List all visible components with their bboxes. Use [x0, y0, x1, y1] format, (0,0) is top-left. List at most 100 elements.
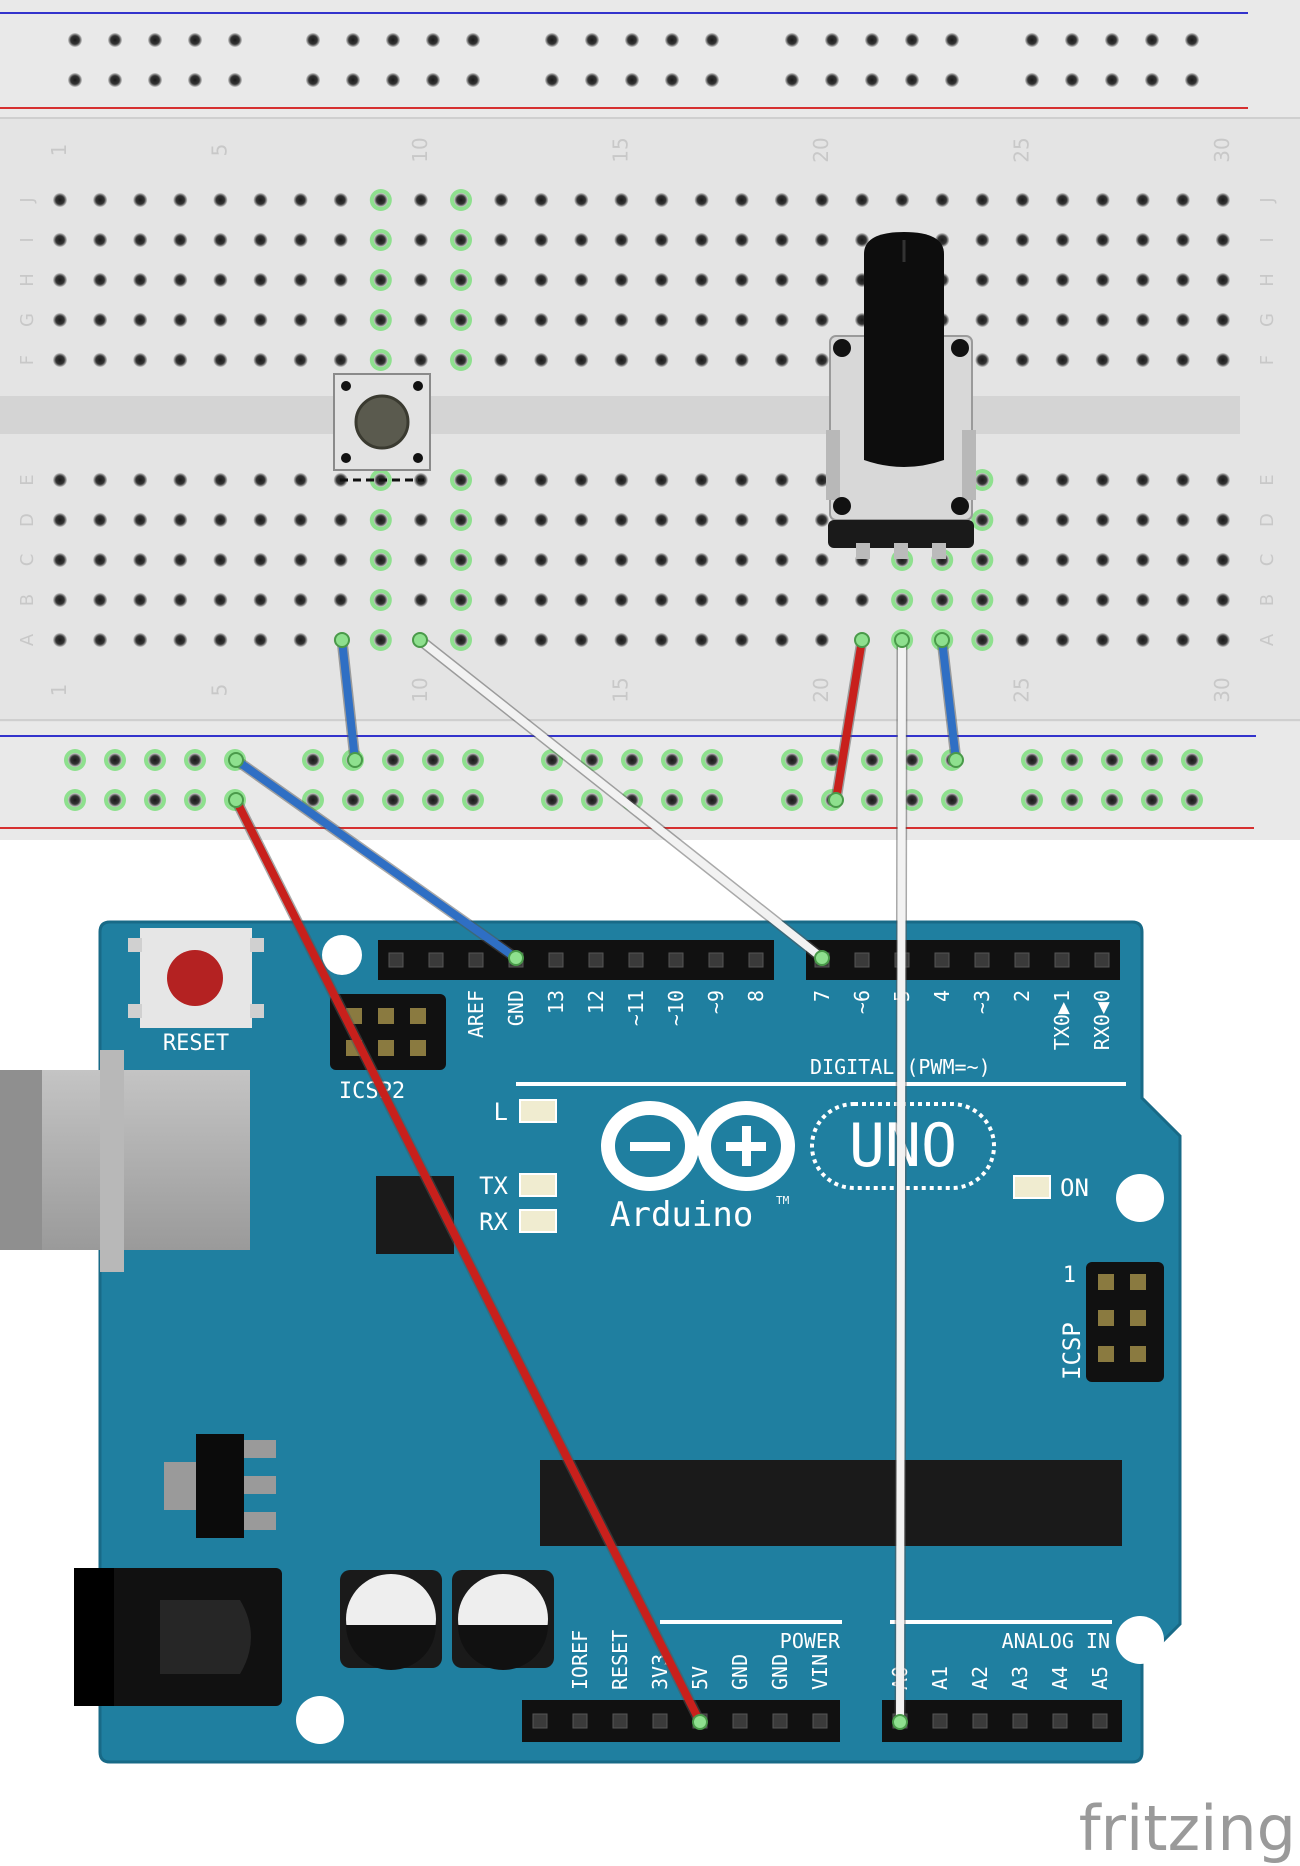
- breadboard-hole[interactable]: [1105, 33, 1119, 47]
- breadboard-hole[interactable]: [1215, 273, 1230, 287]
- breadboard-hole[interactable]: [665, 753, 679, 767]
- analog-pin-socket[interactable]: [932, 1713, 948, 1729]
- digital-pin-socket[interactable]: [748, 952, 764, 968]
- breadboard-hole[interactable]: [386, 793, 400, 807]
- breadboard-hole[interactable]: [1015, 193, 1030, 207]
- breadboard-hole[interactable]: [93, 273, 108, 287]
- power-pin-socket[interactable]: [572, 1713, 588, 1729]
- breadboard-hole[interactable]: [905, 33, 919, 47]
- pushbutton[interactable]: [333, 373, 431, 482]
- breadboard-hole[interactable]: [93, 633, 108, 647]
- breadboard-hole[interactable]: [1105, 73, 1119, 87]
- breadboard-hole[interactable]: [585, 793, 599, 807]
- potentiometer-knob[interactable]: [864, 232, 944, 467]
- breadboard-hole[interactable]: [1015, 233, 1030, 247]
- breadboard-hole[interactable]: [855, 193, 869, 207]
- breadboard-hole[interactable]: [975, 553, 990, 567]
- breadboard-hole[interactable]: [108, 33, 122, 47]
- breadboard-hole[interactable]: [373, 633, 388, 647]
- breadboard-hole[interactable]: [386, 73, 400, 87]
- breadboard-hole[interactable]: [585, 33, 599, 47]
- breadboard-hole[interactable]: [614, 233, 629, 247]
- breadboard-hole[interactable]: [734, 193, 749, 207]
- breadboard-hole[interactable]: [534, 593, 549, 607]
- breadboard-hole[interactable]: [454, 513, 468, 527]
- breadboard-hole[interactable]: [213, 273, 228, 287]
- breadboard-hole[interactable]: [413, 553, 428, 567]
- breadboard-hole[interactable]: [734, 273, 749, 287]
- breadboard-hole[interactable]: [494, 233, 509, 247]
- breadboard-hole[interactable]: [774, 193, 789, 207]
- breadboard-hole[interactable]: [625, 753, 639, 767]
- breadboard-hole[interactable]: [975, 593, 990, 607]
- breadboard-hole[interactable]: [68, 33, 82, 47]
- digital-pin-socket[interactable]: [1014, 952, 1030, 968]
- breadboard-hole[interactable]: [694, 513, 709, 527]
- breadboard-hole[interactable]: [654, 553, 669, 567]
- breadboard-hole[interactable]: [188, 753, 202, 767]
- breadboard-hole[interactable]: [654, 353, 669, 367]
- breadboard-hole[interactable]: [975, 273, 990, 287]
- breadboard-hole[interactable]: [1015, 553, 1030, 567]
- breadboard-hole[interactable]: [774, 273, 789, 287]
- breadboard-hole[interactable]: [785, 793, 799, 807]
- breadboard-hole[interactable]: [53, 593, 67, 607]
- breadboard-hole[interactable]: [625, 73, 639, 87]
- breadboard-hole[interactable]: [213, 233, 228, 247]
- breadboard-hole[interactable]: [293, 273, 308, 287]
- breadboard-hole[interactable]: [1055, 353, 1070, 367]
- breadboard-hole[interactable]: [93, 233, 108, 247]
- breadboard-hole[interactable]: [93, 553, 108, 567]
- breadboard-hole[interactable]: [93, 473, 108, 487]
- breadboard-hole[interactable]: [1055, 233, 1070, 247]
- digital-pin-socket[interactable]: [588, 952, 604, 968]
- breadboard-hole[interactable]: [734, 473, 749, 487]
- breadboard-hole[interactable]: [1025, 793, 1039, 807]
- breadboard-hole[interactable]: [1185, 793, 1199, 807]
- breadboard-hole[interactable]: [293, 313, 308, 327]
- breadboard-hole[interactable]: [585, 73, 599, 87]
- breadboard-hole[interactable]: [814, 233, 829, 247]
- breadboard-hole[interactable]: [1175, 593, 1190, 607]
- breadboard-hole[interactable]: [945, 73, 959, 87]
- breadboard-hole[interactable]: [814, 193, 829, 207]
- breadboard-hole[interactable]: [173, 193, 188, 207]
- digital-pin-socket[interactable]: [854, 952, 870, 968]
- breadboard-hole[interactable]: [53, 513, 67, 527]
- breadboard-hole[interactable]: [1055, 193, 1070, 207]
- breadboard-hole[interactable]: [53, 273, 67, 287]
- breadboard-hole[interactable]: [534, 193, 549, 207]
- breadboard-hole[interactable]: [814, 273, 829, 287]
- breadboard-hole[interactable]: [774, 313, 789, 327]
- breadboard-hole[interactable]: [306, 33, 320, 47]
- breadboard-hole[interactable]: [814, 593, 829, 607]
- potentiometer[interactable]: [826, 232, 976, 559]
- breadboard-hole[interactable]: [1095, 233, 1110, 247]
- breadboard-hole[interactable]: [1095, 273, 1110, 287]
- breadboard-hole[interactable]: [373, 513, 388, 527]
- analog-pin-socket[interactable]: [1052, 1713, 1068, 1729]
- breadboard-hole[interactable]: [1015, 473, 1030, 487]
- breadboard-hole[interactable]: [1025, 33, 1039, 47]
- breadboard-hole[interactable]: [1185, 753, 1199, 767]
- breadboard-hole[interactable]: [253, 513, 268, 527]
- breadboard-hole[interactable]: [53, 553, 67, 567]
- breadboard-hole[interactable]: [534, 273, 549, 287]
- breadboard-hole[interactable]: [825, 73, 839, 87]
- breadboard-hole[interactable]: [413, 193, 428, 207]
- breadboard-hole[interactable]: [253, 633, 268, 647]
- breadboard-hole[interactable]: [1135, 553, 1150, 567]
- breadboard-hole[interactable]: [173, 633, 188, 647]
- breadboard-hole[interactable]: [306, 73, 320, 87]
- analog-pin-socket[interactable]: [972, 1713, 988, 1729]
- breadboard-hole[interactable]: [1215, 473, 1230, 487]
- breadboard-hole[interactable]: [574, 193, 589, 207]
- breadboard-hole[interactable]: [1185, 33, 1199, 47]
- breadboard-hole[interactable]: [895, 193, 910, 207]
- breadboard-hole[interactable]: [173, 553, 188, 567]
- power-pin-socket[interactable]: [532, 1713, 548, 1729]
- breadboard-hole[interactable]: [774, 233, 789, 247]
- breadboard-hole[interactable]: [213, 553, 228, 567]
- breadboard-hole[interactable]: [1215, 513, 1230, 527]
- digital-pin-socket[interactable]: [1054, 952, 1070, 968]
